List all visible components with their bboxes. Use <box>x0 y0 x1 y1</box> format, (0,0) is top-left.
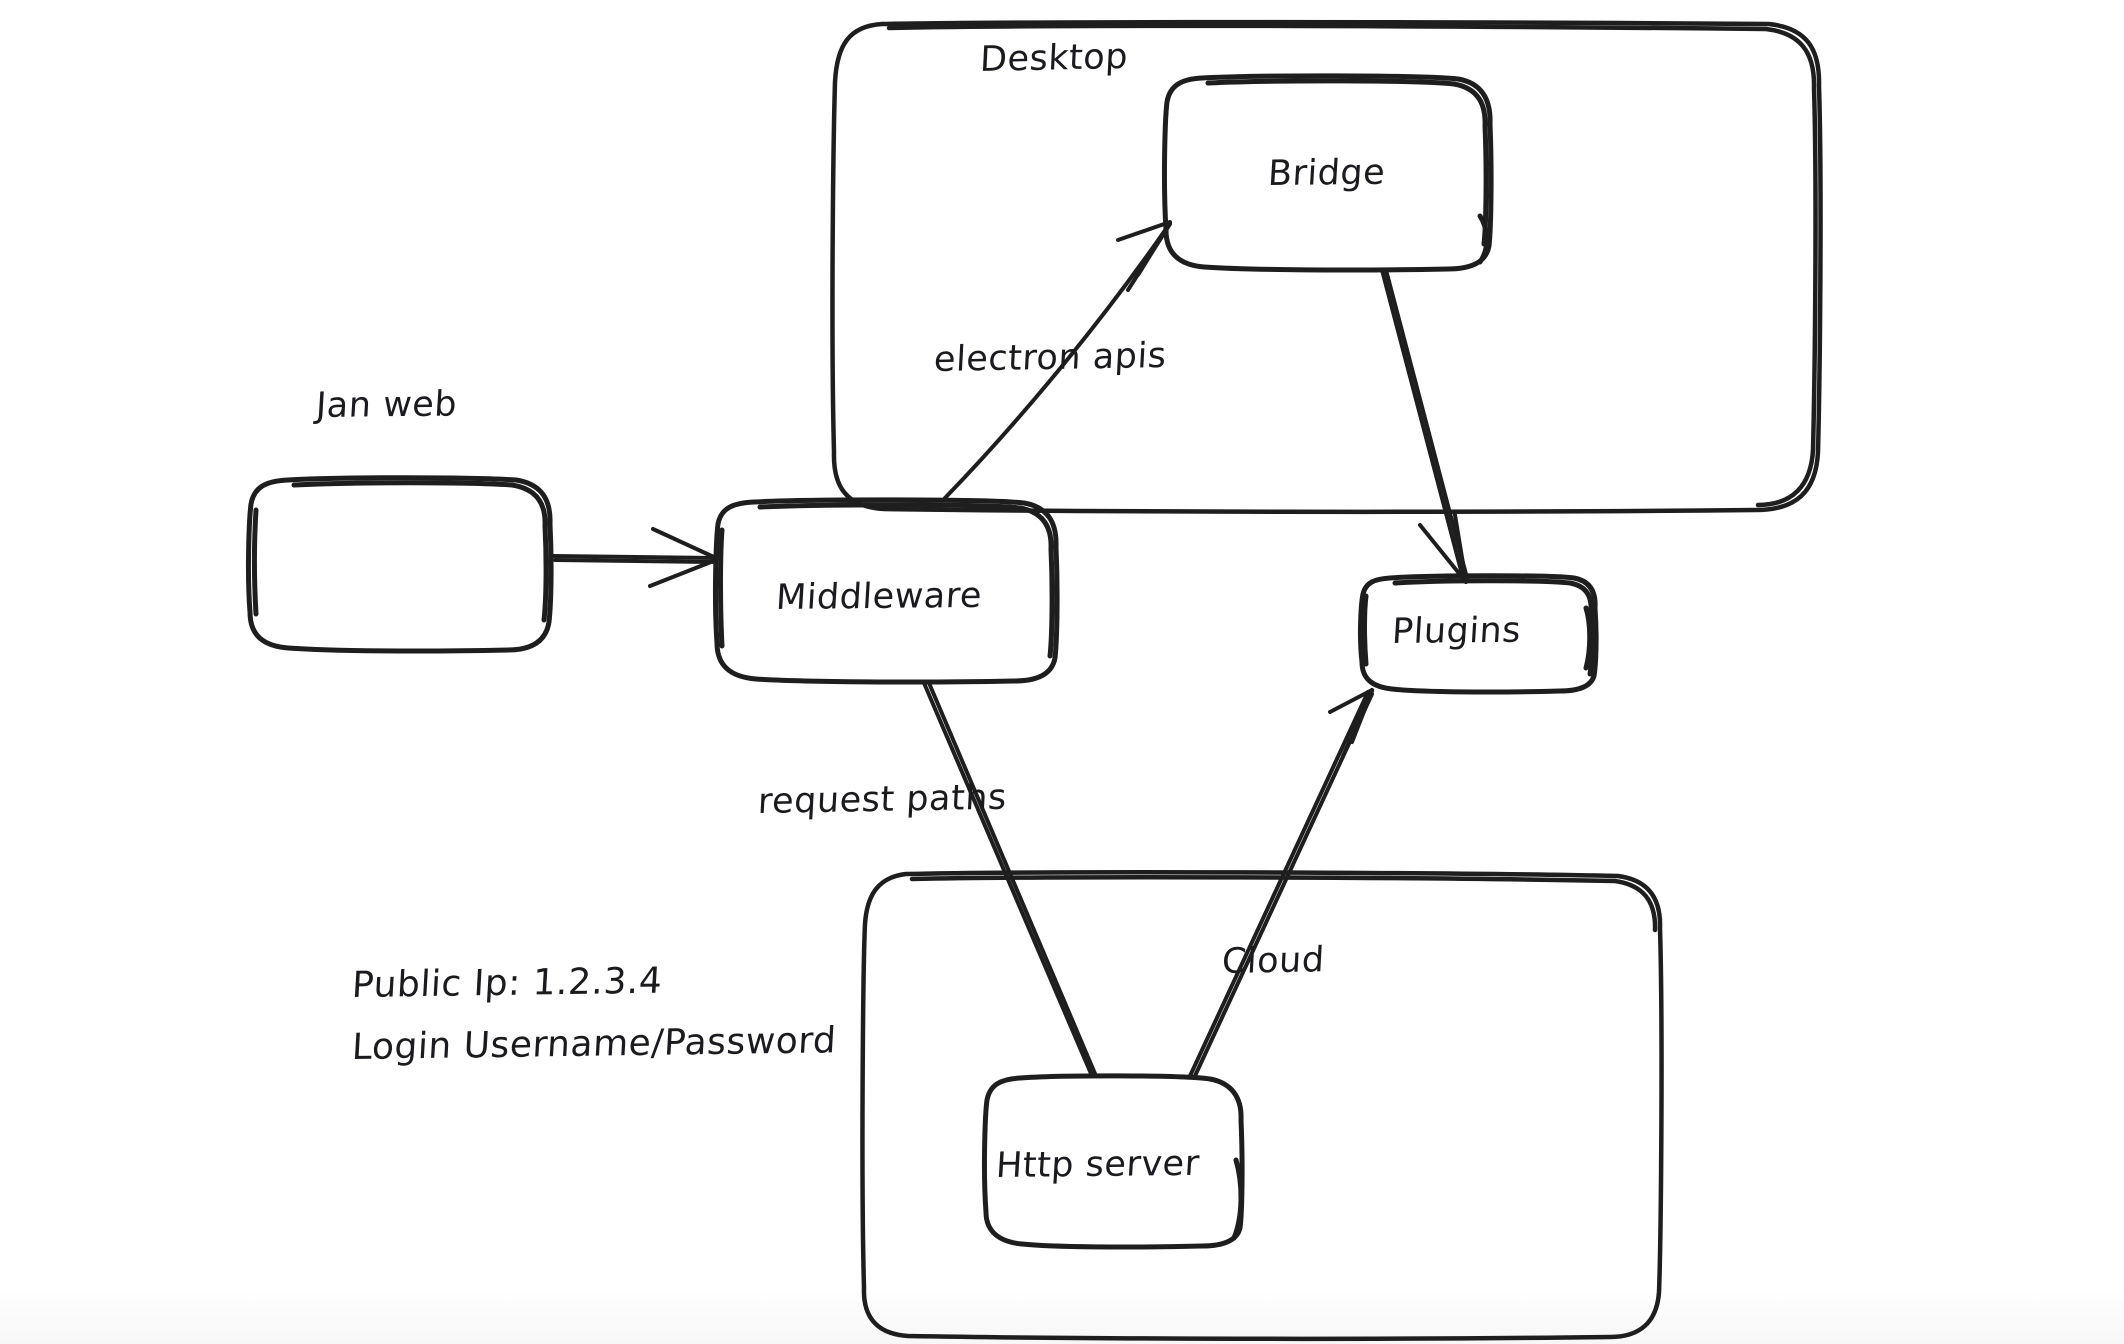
edge-label-electron-apis: electron apis <box>932 335 1168 380</box>
edge-bridge-plugins <box>1380 268 1469 584</box>
node-label-http-server[interactable]: Http server <box>994 1143 1201 1186</box>
container-cloud-shape <box>860 870 1664 1342</box>
node-label-middleware[interactable]: Middleware <box>774 575 984 618</box>
edge-label-cloud: Cloud <box>1220 940 1326 982</box>
container-label-desktop: Desktop <box>979 36 1130 80</box>
edge-httpserver-plugins <box>1188 688 1374 1080</box>
edge-janweb-middleware <box>551 527 718 588</box>
edge-middleware-httpserver <box>922 681 1098 1078</box>
connection-note: Public Ip: 1.2.3.4 Login Username/Passwo… <box>350 955 838 1079</box>
node-jan-web-shape <box>245 475 554 654</box>
node-http-server-shape <box>981 1073 1245 1250</box>
node-plugins-shape <box>1357 573 1599 695</box>
node-label-jan-web[interactable]: Jan web <box>314 384 459 426</box>
edge-middleware-bridge <box>943 220 1172 500</box>
node-label-plugins[interactable]: Plugins <box>1390 610 1523 652</box>
note-line-login: Login Username/Password <box>350 1020 838 1068</box>
note-line-public-ip: Public Ip: 1.2.3.4 <box>350 960 664 1006</box>
edge-label-request-paths: request paths <box>756 777 1008 822</box>
node-bridge-shape <box>1161 73 1494 273</box>
node-label-bridge[interactable]: Bridge <box>1266 152 1387 194</box>
node-middleware-shape <box>712 497 1060 685</box>
container-desktop-shape <box>830 19 1823 515</box>
